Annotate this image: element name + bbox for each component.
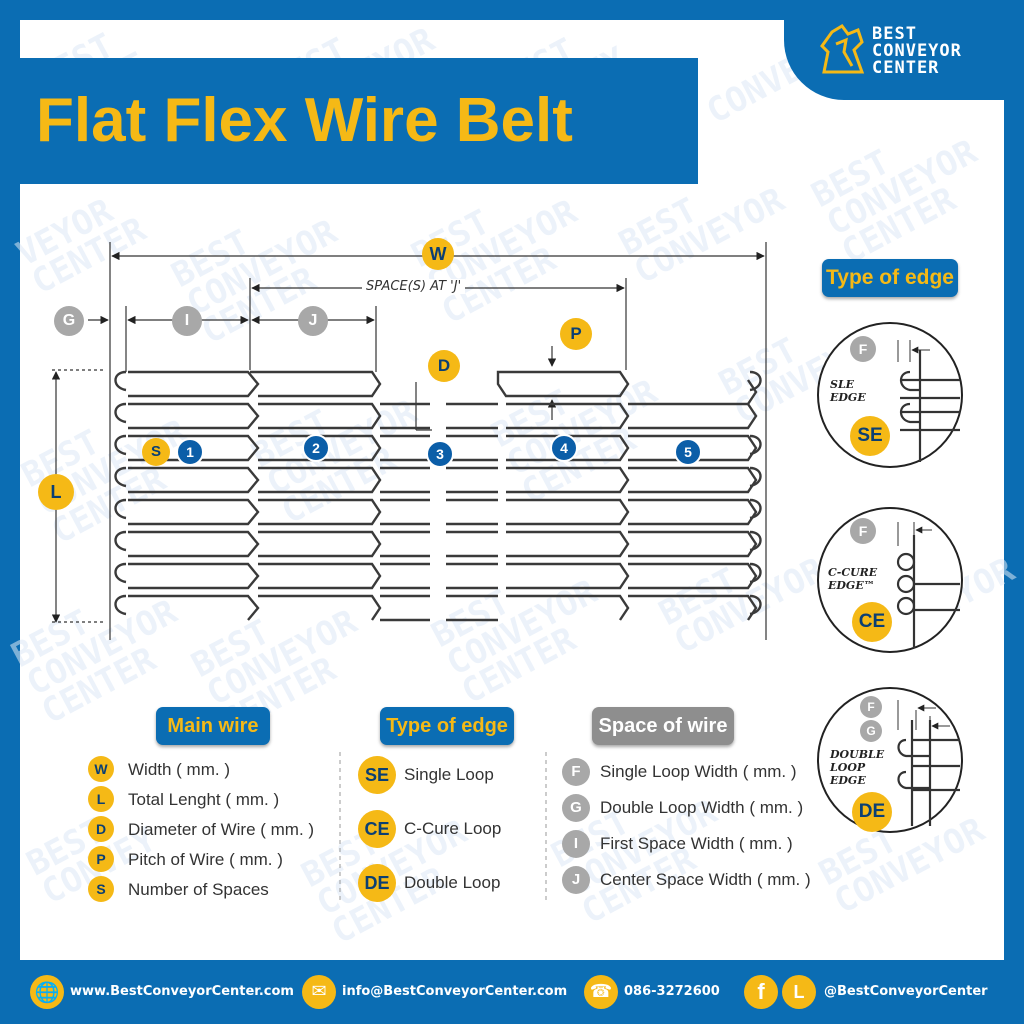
edge-de-label: DOUBLE LOOP EDGE [830, 748, 885, 787]
edge-ce-dim-f: F [850, 518, 876, 544]
dim-badge-s: S [142, 438, 170, 466]
brand-name: BEST CONVEYOR CENTER [872, 26, 962, 77]
envelope-icon: ✉ [302, 975, 336, 1009]
legend-text-g: Double Loop Width ( mm. ) [600, 798, 804, 817]
dim-badge-g: G [54, 306, 84, 336]
dim-badge-l: L [38, 474, 74, 510]
legend-main-wire-heading: Main wire [156, 707, 270, 745]
legend-key-d: D [88, 816, 114, 842]
legend-text-s: Number of Spaces [128, 880, 269, 899]
legend-key-ce: CE [358, 810, 396, 848]
edge-ce-label: C-CURE EDGE™ [828, 566, 878, 592]
footer-email[interactable]: info@BestConveyorCenter.com [342, 984, 568, 999]
edge-de-code: DE [852, 792, 892, 832]
title-bar [20, 58, 698, 184]
belt-wires [114, 370, 762, 622]
line-icon[interactable]: L [782, 975, 816, 1009]
globe-icon: 🌐 [30, 975, 64, 1009]
edge-panel-heading: Type of edge [822, 259, 958, 297]
legend-text-l: Total Lenght ( mm. ) [128, 790, 280, 809]
edge-se-dim-f: F [850, 336, 876, 362]
legend-key-de: DE [358, 864, 396, 902]
brand-line-1: BEST [872, 24, 917, 44]
knight-logo-icon [820, 24, 865, 74]
legend-key-s: S [88, 876, 114, 902]
legend-key-g: G [562, 794, 590, 822]
footer-social[interactable]: @BestConveyorCenter [824, 984, 988, 999]
legend-text-de: Double Loop [404, 873, 501, 892]
legend-key-l: L [88, 786, 114, 812]
legend-key-w: W [88, 756, 114, 782]
dim-badge-i: I [172, 306, 202, 336]
legend-key-p: P [88, 846, 114, 872]
legend-key-i: I [562, 830, 590, 858]
dim-badge-w: W [422, 238, 454, 270]
edge-de-dim-f: F [860, 696, 882, 718]
space-number-3: 3 [426, 440, 454, 468]
facebook-icon[interactable]: f [744, 975, 778, 1009]
space-number-2: 2 [302, 434, 330, 462]
legend-key-j: J [562, 866, 590, 894]
space-number-1: 1 [176, 438, 204, 466]
dim-badge-j: J [298, 306, 328, 336]
legend-text-se: Single Loop [404, 765, 494, 784]
space-label: SPACE(S) AT 'J' [362, 279, 466, 294]
legend-text-p: Pitch of Wire ( mm. ) [128, 850, 283, 869]
legend-text-i: First Space Width ( mm. ) [600, 834, 793, 853]
legend-text-w: Width ( mm. ) [128, 760, 230, 779]
legend-text-ce: C-Cure Loop [404, 819, 502, 838]
legend-key-f: F [562, 758, 590, 786]
space-number-4: 4 [550, 434, 578, 462]
footer-website[interactable]: www.BestConveyorCenter.com [70, 984, 294, 999]
edge-ce-code: CE [852, 602, 892, 642]
legend-key-se: SE [358, 756, 396, 794]
edge-se-code: SE [850, 416, 890, 456]
legend-space-heading: Space of wire [592, 707, 734, 745]
footer-phone[interactable]: 086-3272600 [624, 984, 720, 999]
edge-se-label: SLE EDGE [830, 378, 866, 404]
legend-edge-heading: Type of edge [380, 707, 514, 745]
legend-text-d: Diameter of Wire ( mm. ) [128, 820, 315, 839]
brand-line-3: CENTER [872, 58, 940, 78]
page-title: Flat Flex Wire Belt [36, 86, 573, 155]
space-number-5: 5 [674, 438, 702, 466]
edge-de-dim-g: G [860, 720, 882, 742]
dim-badge-d: D [428, 350, 460, 382]
brand-line-2: CONVEYOR [872, 41, 962, 61]
legend-text-f: Single Loop Width ( mm. ) [600, 762, 797, 781]
legend-text-j: Center Space Width ( mm. ) [600, 870, 811, 889]
dim-badge-p: P [560, 318, 592, 350]
phone-icon: ☎ [584, 975, 618, 1009]
